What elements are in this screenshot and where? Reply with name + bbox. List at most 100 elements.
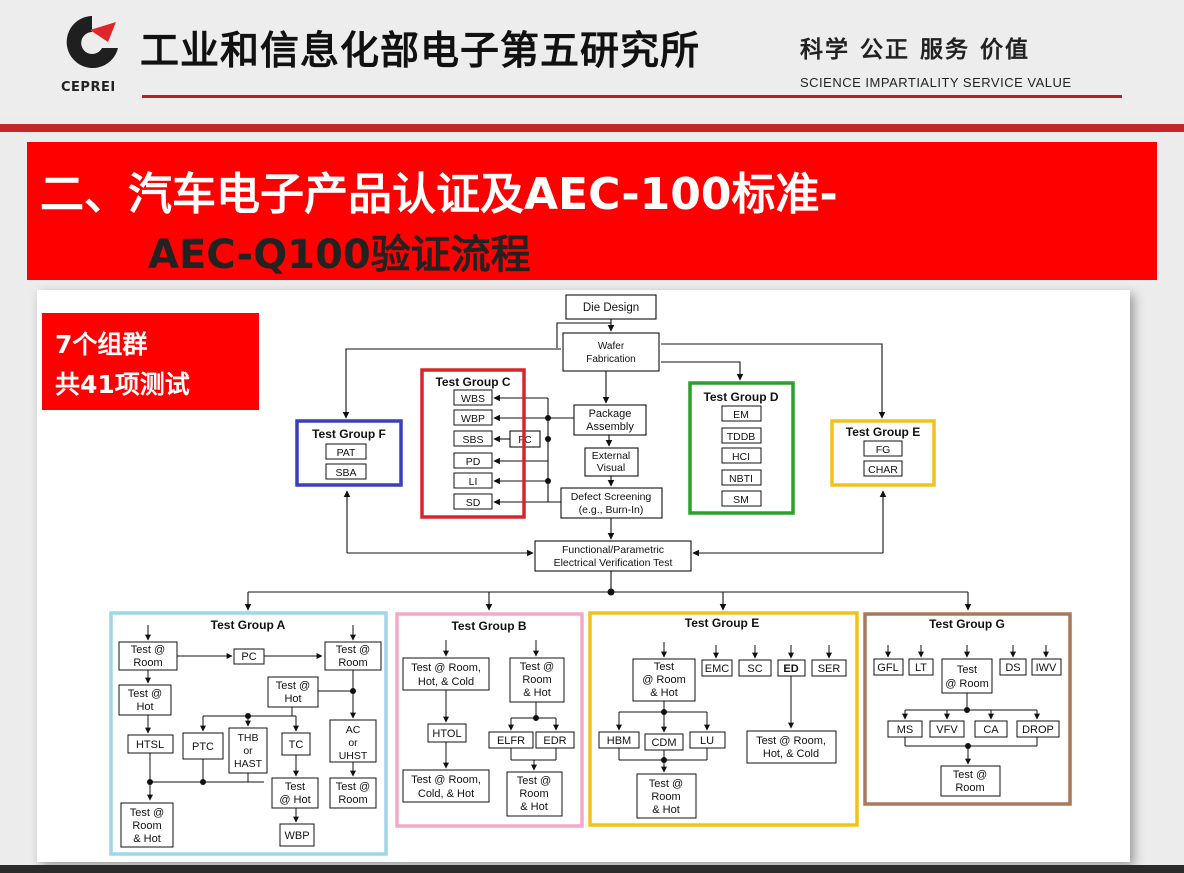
- group-g-mid-item: MS: [897, 724, 914, 736]
- group-a-hot2-2: Hot: [284, 693, 301, 705]
- slide-title: 二、汽车电子产品认证及AEC-100标准-: [40, 169, 838, 220]
- test-group-e-top: [830, 419, 936, 487]
- group-a-room1-1: Test @: [131, 644, 165, 656]
- group-a-room3-1: Test @: [336, 781, 370, 793]
- group-c-item: PD: [466, 456, 481, 468]
- group-b-rh1-1: Test @: [520, 661, 554, 673]
- test-group-g: [863, 612, 1072, 806]
- group-a-thb-1: THB: [238, 732, 259, 744]
- group-d-item: TDDB: [727, 431, 756, 443]
- callout-line-2: 共41项测试: [55, 370, 190, 399]
- functional-label-2: Electrical Verification Test: [554, 557, 673, 569]
- group-a-room1-2: Room: [133, 657, 162, 669]
- group-g-mid-item: VFV: [936, 724, 958, 736]
- motto-chinese: 科学 公正 服务 价值: [800, 37, 1031, 63]
- group-a-title: Test Group A: [211, 618, 286, 632]
- group-b-rch-1: Test @ Room,: [411, 774, 481, 786]
- group-a-room3-2: Room: [338, 794, 367, 806]
- die-design-label: Die Design: [583, 302, 639, 314]
- group-e-rhc-1: Test @ Room,: [756, 735, 826, 747]
- external-visual-box: [584, 447, 639, 477]
- group-a-hot2-1: Test @: [276, 680, 310, 692]
- junction-dot: [607, 588, 615, 596]
- test-group-f: [295, 419, 403, 487]
- functional-label-1: Functional/Parametric: [562, 544, 664, 556]
- group-b-edr: EDR: [543, 735, 566, 747]
- group-d-item: HCI: [732, 451, 750, 463]
- group-g-room1-1: Test: [957, 664, 977, 676]
- header: CEPREI 工业和信息化部电子第五研究所 科学 公正 服务 价值 SCIENC…: [0, 0, 1184, 118]
- group-a-wbp: WBP: [284, 830, 309, 842]
- group-b-rh2-1: Test @: [517, 775, 551, 787]
- ceprei-logo-icon: [66, 16, 118, 68]
- group-a-rh-1: Test @: [130, 807, 164, 819]
- package-label-2: Assembly: [586, 421, 634, 433]
- bottom-edge: [0, 865, 1184, 873]
- group-d-item: EM: [733, 409, 749, 421]
- group-b-rch-2: Cold, & Hot: [418, 788, 474, 800]
- group-e-lu: LU: [700, 735, 714, 747]
- group-a-rh-3: & Hot: [133, 833, 161, 845]
- group-g-top-item: GFL: [877, 662, 898, 674]
- group-a-hot1-1: Test @: [128, 688, 162, 700]
- group-b-rh2-3: & Hot: [520, 801, 548, 813]
- group-e-ed: ED: [783, 663, 798, 675]
- header-divider: [142, 95, 1122, 98]
- group-a-hot3-2: @ Hot: [279, 794, 310, 806]
- group-e-top-title: Test Group E: [846, 425, 920, 439]
- group-d-item: NBTI: [729, 473, 753, 485]
- group-a-room2-1: Test @: [336, 644, 370, 656]
- group-a-ptc: PTC: [192, 741, 214, 753]
- test-group-b: [395, 612, 584, 828]
- wafer-fabrication-box: [562, 332, 660, 372]
- group-d-title: Test Group D: [703, 390, 778, 404]
- logo-text: CEPREI: [61, 80, 116, 95]
- group-g-title: Test Group G: [929, 617, 1005, 631]
- test-group-c: [420, 368, 526, 519]
- group-f-item: SBA: [335, 467, 356, 479]
- group-e-rh2-2: Room: [651, 791, 680, 803]
- group-e-rh1-3: & Hot: [650, 687, 678, 699]
- group-f-item: PAT: [337, 447, 356, 459]
- group-g-mid-item: CA: [983, 724, 999, 736]
- group-e-cdm: CDM: [651, 737, 676, 749]
- group-a-ac-1: AC: [346, 724, 361, 736]
- external-label-1: External: [592, 450, 631, 462]
- group-d-item: SM: [733, 494, 749, 506]
- group-e-top-item: FG: [876, 444, 891, 456]
- defect-screening-box: [560, 487, 663, 519]
- group-b-rh2-2: Room: [519, 788, 548, 800]
- title-banner: [27, 142, 1157, 280]
- group-e-rh1-1: Test: [654, 661, 674, 673]
- group-e-rh2-3: & Hot: [652, 804, 680, 816]
- group-e-rh2-1: Test @: [649, 778, 683, 790]
- group-e-top-item: CHAR: [868, 464, 898, 476]
- external-label-2: Visual: [597, 462, 625, 474]
- group-b-elfr: ELFR: [497, 735, 525, 747]
- red-divider: [0, 124, 1184, 132]
- test-group-e: [588, 611, 859, 827]
- group-e-ser: SER: [818, 663, 841, 675]
- group-g-room2-2: Room: [955, 782, 984, 794]
- package-assembly-box: [573, 404, 647, 436]
- group-a-thb-2: or: [243, 745, 253, 757]
- group-a-hot3-1: Test: [285, 781, 305, 793]
- functional-test-box: [534, 540, 692, 572]
- group-b-rh1-2: Room: [522, 674, 551, 686]
- die-design-box: [565, 294, 657, 320]
- wafer-label-2: Fabrication: [586, 354, 635, 365]
- group-e-sc: SC: [747, 663, 762, 675]
- group-c-item: WBS: [461, 393, 485, 405]
- group-c-item: WBP: [461, 413, 485, 425]
- slide-subtitle: AEC-Q100验证流程: [148, 232, 531, 278]
- organization-name: 工业和信息化部电子第五研究所: [140, 29, 701, 74]
- group-e-title: Test Group E: [685, 616, 759, 630]
- group-g-top-item: LT: [915, 662, 927, 674]
- group-b-title: Test Group B: [451, 619, 526, 633]
- group-a-thb-3: HAST: [234, 758, 263, 770]
- group-f-title: Test Group F: [312, 427, 386, 441]
- group-a-ac-2: or: [348, 737, 358, 749]
- group-c-item: LI: [469, 476, 478, 488]
- group-c-item: SD: [466, 497, 481, 509]
